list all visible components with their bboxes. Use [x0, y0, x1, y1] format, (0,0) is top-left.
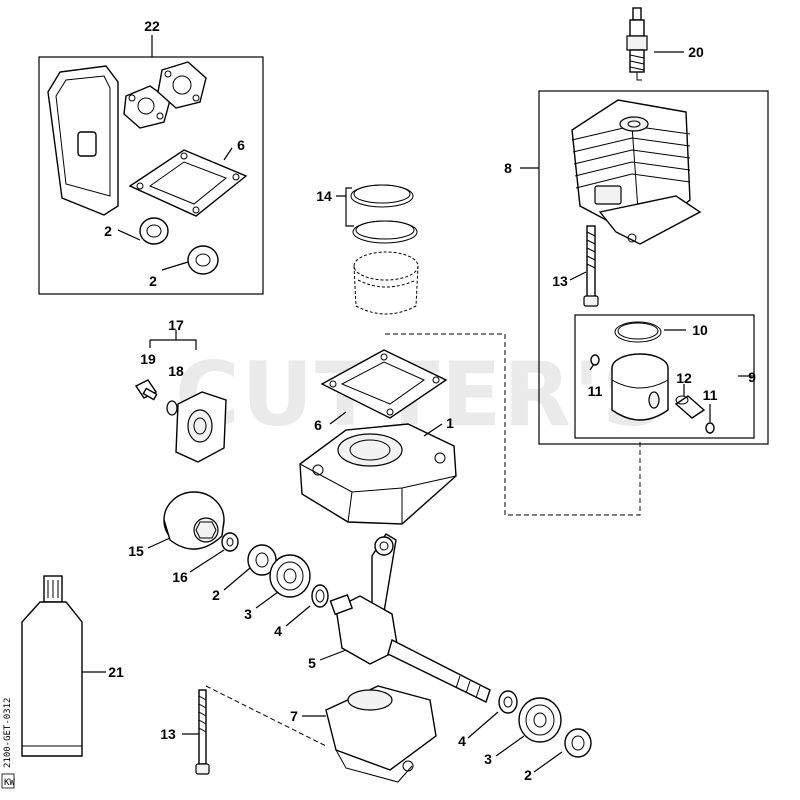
- callout-2-box-b: 2: [149, 273, 157, 289]
- seal-ring-b: [187, 245, 219, 275]
- intake-gasket-large: [157, 61, 207, 109]
- piston-pin: [674, 395, 706, 419]
- crankcase-screw: [195, 689, 210, 775]
- crankshaft: [329, 533, 491, 703]
- intake-flange: [175, 391, 227, 463]
- cylinder: [571, 99, 702, 245]
- callout-20: 20: [688, 44, 704, 60]
- callout-13-upper: 13: [552, 273, 568, 289]
- retaining-clip-right: [705, 422, 715, 434]
- callout-4-left: 4: [274, 623, 282, 639]
- callout-6-box: 6: [237, 137, 245, 153]
- callout-3-right: 3: [484, 751, 492, 767]
- flange-screw: [134, 379, 158, 401]
- callout-12: 12: [676, 370, 692, 386]
- callout-5: 5: [308, 655, 316, 671]
- clutch-drum: [163, 491, 225, 550]
- callout-21: 21: [108, 664, 124, 680]
- callout-18: 18: [168, 363, 184, 379]
- oil-seal-left: [247, 544, 277, 576]
- drawing-code: 2100-GET-0312: [3, 698, 13, 768]
- callout-13-lower: 13: [160, 726, 176, 742]
- muffler-gasket: [47, 65, 119, 216]
- callout-11-right: 11: [703, 387, 718, 403]
- callout-4-right: 4: [458, 733, 466, 749]
- intake-gasket-small: [123, 85, 171, 129]
- callout-7: 7: [290, 708, 298, 724]
- flange-spring: [166, 400, 178, 416]
- washer-16: [221, 532, 239, 552]
- grease-tube: [21, 575, 83, 757]
- gasket-set-box: [38, 56, 264, 295]
- callout-8: 8: [504, 160, 512, 176]
- cylinder-gasket-center: [320, 349, 448, 419]
- piston-outline: [353, 251, 419, 315]
- piston: [611, 353, 669, 421]
- callout-10: 10: [692, 322, 708, 338]
- cylinder-gasket: [128, 149, 248, 217]
- callout-17: 17: [168, 317, 184, 333]
- drawing-code-box-text: KW: [4, 778, 15, 788]
- callout-2-right: 2: [524, 767, 532, 783]
- callout-14: 14: [316, 188, 332, 204]
- seal-ring-a: [139, 217, 169, 245]
- cylinder-screw: [583, 225, 599, 307]
- callout-2-box-a: 2: [104, 223, 112, 239]
- callout-3-left: 3: [244, 606, 252, 622]
- callout-22: 22: [144, 18, 160, 34]
- piston-link-dash: [385, 333, 641, 516]
- leader-lines: [82, 35, 754, 773]
- ring-left: [311, 584, 329, 608]
- crankcase-upper: [299, 423, 457, 525]
- callout-11-left: 11: [588, 383, 603, 399]
- retaining-clip-left: [590, 354, 600, 366]
- piston-rings: [350, 184, 418, 244]
- callout-1: 1: [446, 415, 454, 431]
- ball-bearing-left: [269, 554, 311, 598]
- callout-2-left: 2: [212, 587, 220, 603]
- ring-right: [498, 690, 518, 714]
- callout-6-center: 6: [314, 417, 322, 433]
- callout-9: 9: [748, 369, 756, 385]
- oil-seal-right: [564, 728, 592, 758]
- screw-link-dash: [205, 685, 327, 747]
- drawing-code-box: [1, 773, 15, 789]
- callout-15: 15: [128, 543, 144, 559]
- callout-16: 16: [172, 569, 188, 585]
- callout-19: 19: [140, 351, 156, 367]
- crankcase-lower: [325, 685, 437, 783]
- piston-ring-box: [614, 321, 662, 343]
- spark-plug: [626, 7, 648, 81]
- cylinder-assembly-box: [538, 90, 769, 445]
- ball-bearing-right: [518, 697, 562, 743]
